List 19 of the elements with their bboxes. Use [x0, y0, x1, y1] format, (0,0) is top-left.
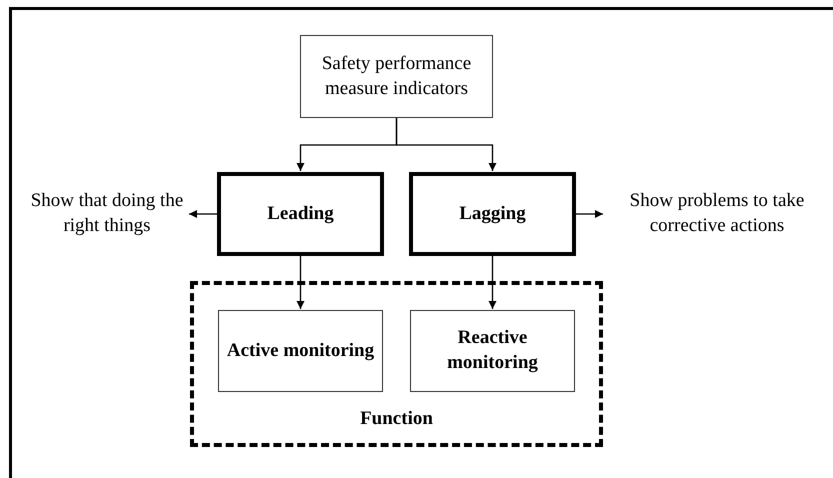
process-box [218, 310, 383, 392]
process-box [410, 310, 575, 392]
box-text: Safety performance measure indicators [320, 52, 472, 100]
arrow [488, 256, 496, 309]
indicator-box [409, 172, 576, 256]
box-label: Lagging [459, 202, 526, 226]
indicator-box [217, 172, 384, 256]
arrow [189, 210, 217, 218]
group-label: Function [360, 406, 433, 430]
note-text: Show problems to take corrective actions [628, 189, 806, 238]
box-text: Reactive monitoring [446, 326, 539, 375]
box-label: Leading [267, 202, 334, 226]
box-text: Active monitoring [226, 338, 374, 363]
arrow [576, 210, 603, 218]
arrow [396, 118, 496, 171]
group-box [190, 281, 603, 447]
process-box [300, 35, 493, 118]
arrow [296, 256, 304, 309]
note-text: Show that doing the right things [30, 189, 184, 238]
